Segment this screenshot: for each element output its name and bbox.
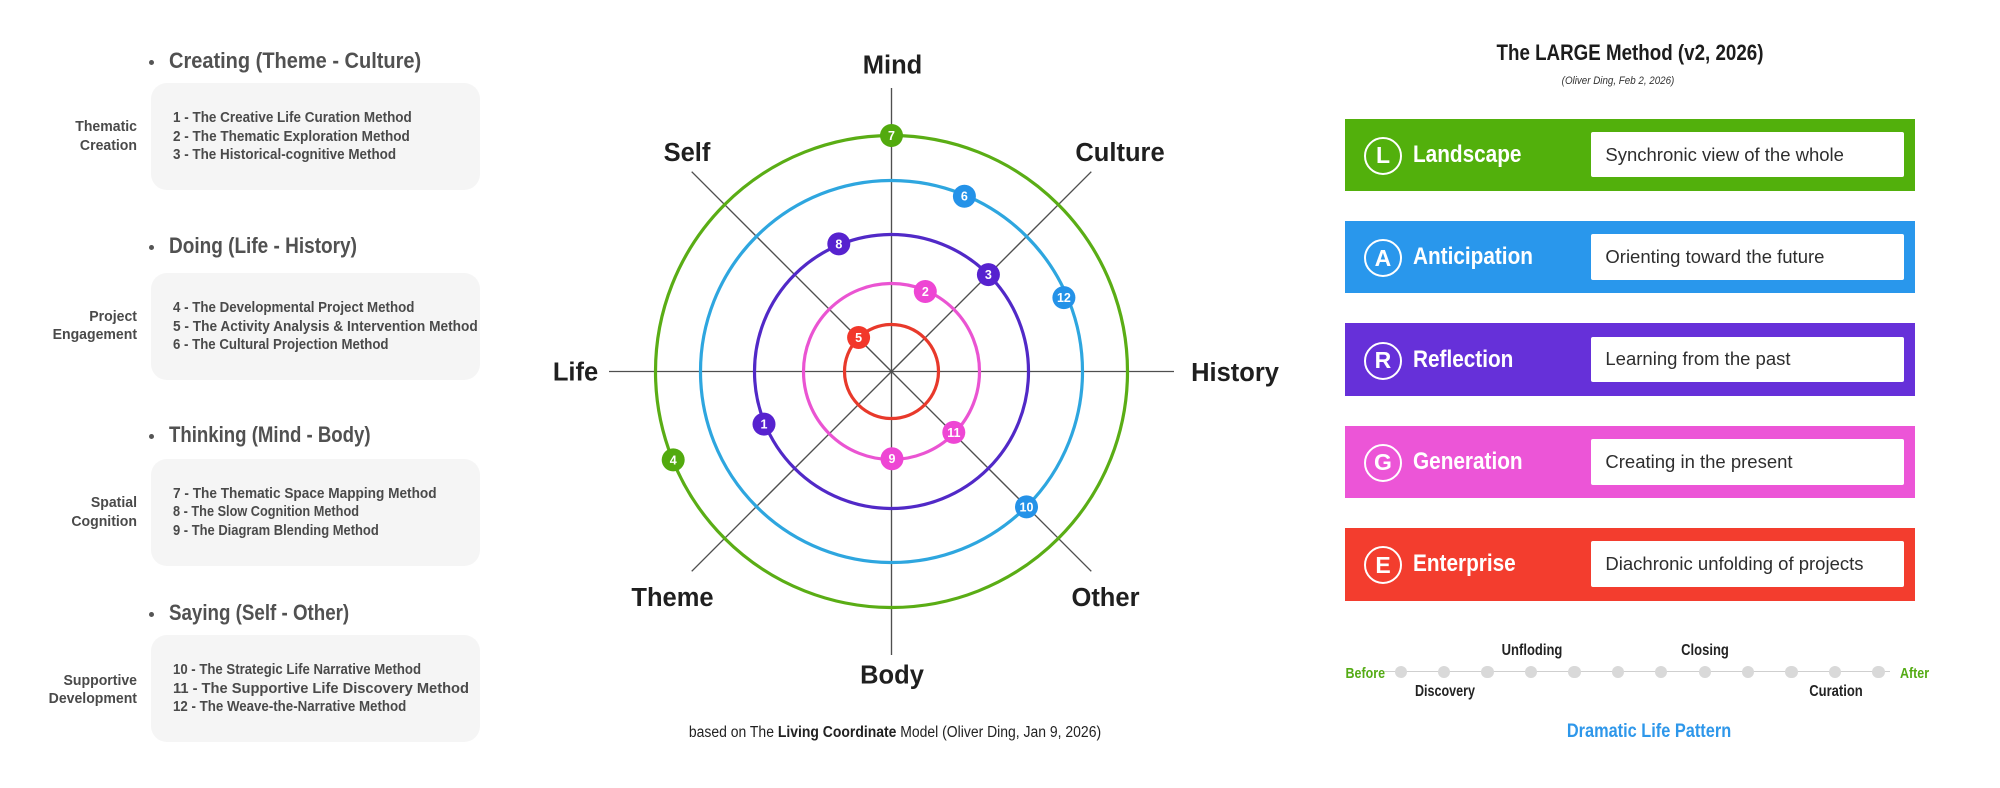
svg-text:5: 5 <box>855 331 862 345</box>
svg-text:9: 9 <box>889 452 896 466</box>
svg-text:Life: Life <box>553 358 598 386</box>
svg-text:7: 7 <box>888 129 895 143</box>
svg-text:Culture: Culture <box>1075 139 1164 167</box>
svg-text:Self: Self <box>664 139 711 167</box>
svg-text:1: 1 <box>761 418 768 432</box>
svg-text:12: 12 <box>1057 291 1071 305</box>
svg-text:Other: Other <box>1071 584 1139 612</box>
svg-text:Mind: Mind <box>863 51 922 79</box>
svg-text:6: 6 <box>961 190 968 204</box>
svg-text:2: 2 <box>922 285 929 299</box>
svg-text:8: 8 <box>835 237 842 251</box>
svg-text:Body: Body <box>860 662 925 690</box>
svg-text:10: 10 <box>1020 500 1034 514</box>
svg-text:4: 4 <box>670 453 677 467</box>
svg-text:11: 11 <box>947 426 960 440</box>
svg-text:History: History <box>1191 359 1280 387</box>
svg-text:Theme: Theme <box>631 584 713 612</box>
svg-text:3: 3 <box>985 268 992 282</box>
